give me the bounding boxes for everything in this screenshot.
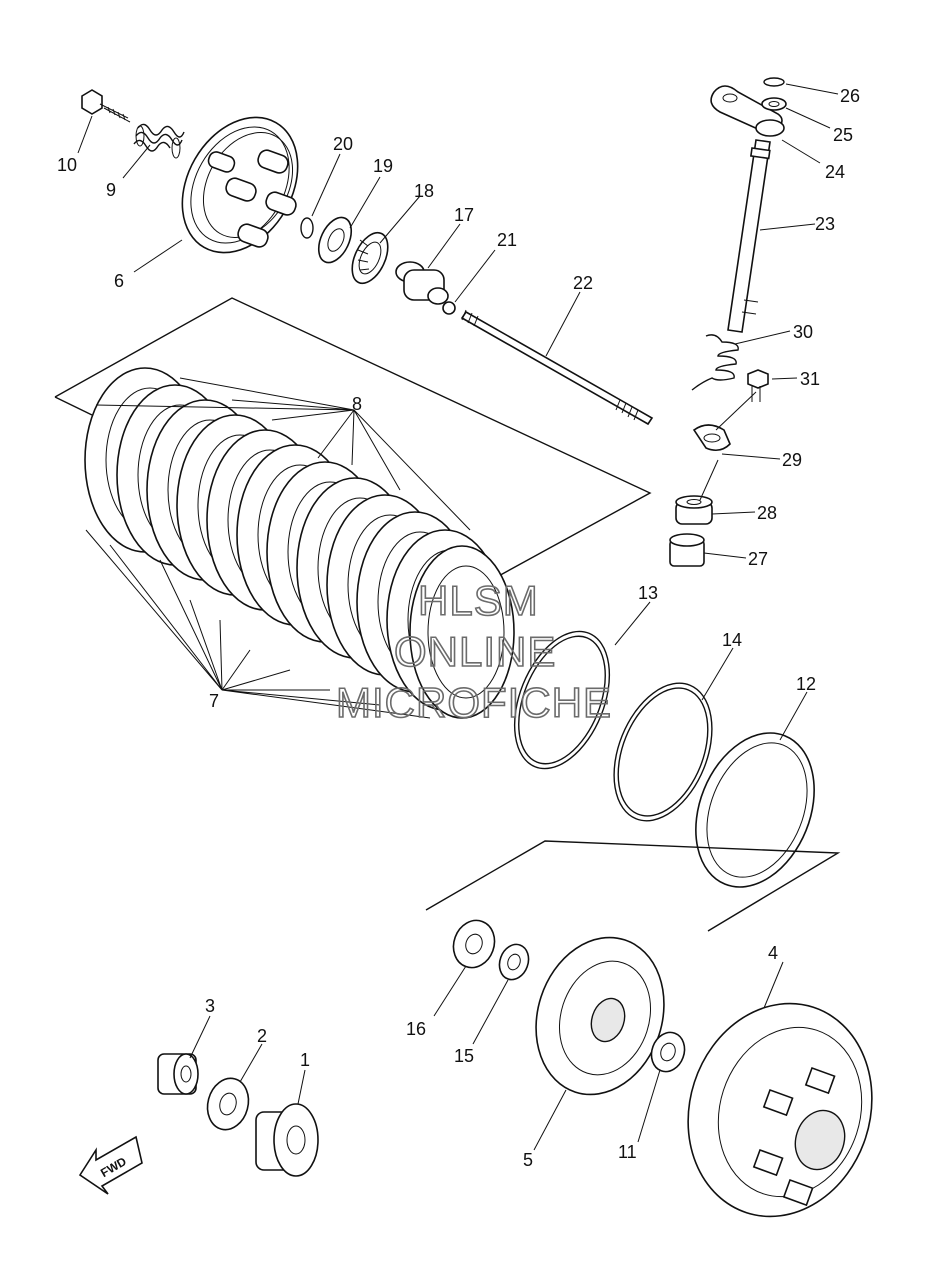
callout-11[interactable]: 11 <box>618 1142 637 1162</box>
collar-part[interactable] <box>669 533 705 567</box>
callout-16[interactable]: 16 <box>406 1019 426 1039</box>
clutch-plate-stack[interactable] <box>84 367 515 719</box>
stack-outline-left <box>54 396 93 416</box>
watermark-line-3: MICROFICHE <box>336 679 612 726</box>
ball-part[interactable] <box>442 301 456 315</box>
callout-19[interactable]: 19 <box>373 156 393 176</box>
watermark-line-1: HLSM <box>418 577 539 624</box>
leader-lines <box>77 83 839 1151</box>
circlip-part[interactable] <box>300 217 314 239</box>
callout-21[interactable]: 21 <box>497 230 517 250</box>
plate-part[interactable] <box>692 424 731 452</box>
wire-ring-part-14[interactable] <box>595 669 731 835</box>
bolt-part[interactable] <box>81 89 131 123</box>
spring-part[interactable] <box>133 123 185 159</box>
callout-14[interactable]: 14 <box>722 630 742 650</box>
callout-2[interactable]: 2 <box>257 1026 267 1046</box>
watermark-line-2: ONLINE <box>394 628 556 675</box>
callout-23[interactable]: 23 <box>815 214 835 234</box>
bearing-part[interactable] <box>675 495 713 525</box>
callout-18[interactable]: 18 <box>414 181 434 201</box>
push-lever-shaft-part[interactable] <box>727 139 771 333</box>
clutch-boss-part-5[interactable] <box>516 921 683 1111</box>
callout-30[interactable]: 30 <box>793 322 813 342</box>
callout-26[interactable]: 26 <box>840 86 860 106</box>
push-piece-part[interactable] <box>395 261 449 305</box>
callout-13[interactable]: 13 <box>638 583 658 603</box>
callout-25[interactable]: 25 <box>833 125 853 145</box>
lock-washer-part-2[interactable] <box>202 1074 254 1135</box>
primary-driven-gear-part-4[interactable] <box>661 979 899 1240</box>
callout-29[interactable]: 29 <box>782 450 802 470</box>
callout-1[interactable]: 1 <box>300 1050 310 1070</box>
callout-24[interactable]: 24 <box>825 162 845 182</box>
callout-20[interactable]: 20 <box>333 134 353 154</box>
callout-6[interactable]: 6 <box>114 271 124 291</box>
forward-direction-arrow: FWD <box>78 1135 143 1195</box>
callout-12[interactable]: 12 <box>796 674 816 694</box>
primary-drive-gear-part-1[interactable] <box>255 1103 319 1177</box>
callout-31[interactable]: 31 <box>800 369 820 389</box>
lower-outline <box>425 840 841 932</box>
lock-washer-part-15[interactable] <box>495 940 534 983</box>
cushion-plate-part-12[interactable] <box>674 715 836 905</box>
callout-15[interactable]: 15 <box>454 1046 474 1066</box>
wire-ring-part-13[interactable] <box>496 618 628 783</box>
callout-4[interactable]: 4 <box>768 943 778 963</box>
leader-fan-8 <box>95 377 471 531</box>
callout-10[interactable]: 10 <box>57 155 77 175</box>
callout-5[interactable]: 5 <box>523 1150 533 1170</box>
lever-part[interactable] <box>710 85 785 137</box>
push-rod-part[interactable] <box>460 309 654 426</box>
screw-part[interactable] <box>747 369 769 402</box>
callout-9[interactable]: 9 <box>106 180 116 200</box>
watermark: HLSM ONLINE MICROFICHE <box>335 576 612 727</box>
circlip-small-part[interactable] <box>763 77 785 87</box>
nut-part-3[interactable] <box>157 1053 199 1095</box>
washer-part-16[interactable] <box>447 915 501 974</box>
stack-outline <box>54 297 652 591</box>
thrust-washer-part-11[interactable] <box>646 1028 690 1077</box>
washer-small-part[interactable] <box>761 97 787 111</box>
callout-22[interactable]: 22 <box>573 273 593 293</box>
callout-28[interactable]: 28 <box>757 503 777 523</box>
callout-7[interactable]: 7 <box>209 691 219 711</box>
callout-27[interactable]: 27 <box>748 549 768 569</box>
leader-fan-7 <box>85 529 431 719</box>
washer-part[interactable] <box>312 212 358 267</box>
pressure-plate-part[interactable] <box>159 97 321 274</box>
needle-bearing-part[interactable] <box>345 227 395 289</box>
callouts: 1 2 3 4 5 6 7 8 9 10 11 12 13 14 15 16 1… <box>57 86 860 1170</box>
callout-8[interactable]: 8 <box>352 394 362 414</box>
callout-3[interactable]: 3 <box>205 996 215 1016</box>
callout-17[interactable]: 17 <box>454 205 474 225</box>
torsion-spring-part[interactable] <box>691 334 739 391</box>
